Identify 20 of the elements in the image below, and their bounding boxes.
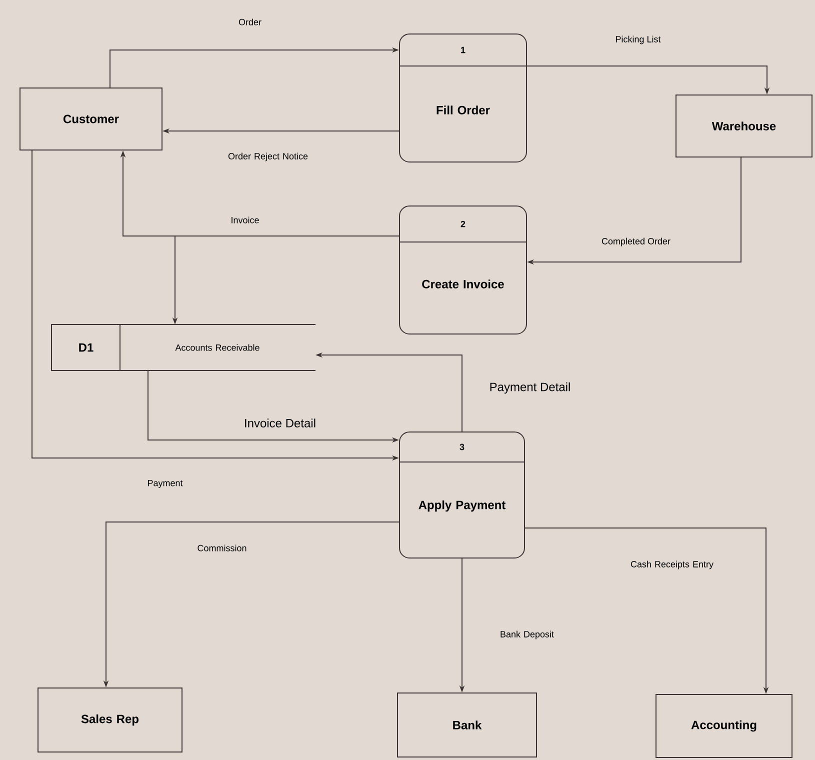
edge-label: Completed Order [602,238,670,246]
edge-label: Bank Deposit [500,630,554,640]
external-entity-box: Bank [397,692,537,758]
external-entity-box: Warehouse [676,94,812,158]
external-entity-box: Sales Rep [38,688,182,752]
edge-label: Payment [148,480,183,488]
edge-label: Invoice Detail [245,418,316,428]
data-store: D1 Accounts Receivable [51,324,316,371]
external-entity-box: Customer [20,88,162,150]
edge-label: Commission [198,544,246,552]
edge-label: Order [238,18,262,26]
process-box: 3 Apply Payment [399,432,525,558]
edge-label: Picking List [616,36,661,44]
edge-label: Order Reject Notice [228,152,308,162]
process-box: 2 Create Invoice [399,206,527,334]
edge-label: Payment Detail [490,382,570,394]
process-box: 1 Fill Order [399,34,527,162]
edge-label: Invoice [232,216,259,224]
edge-label: Cash Receipts Entry [630,560,714,570]
external-entity-box: Accounting [656,694,792,758]
